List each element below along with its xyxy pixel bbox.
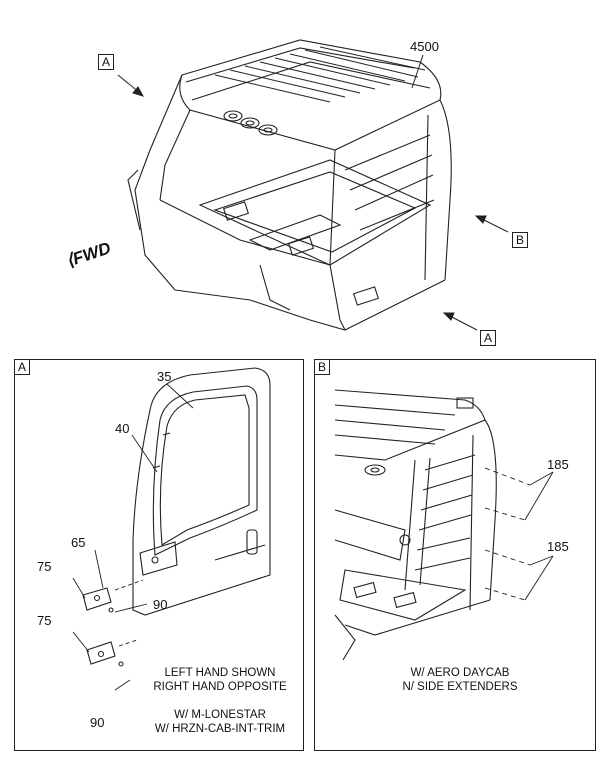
callout-185-lower: 185: [547, 539, 569, 554]
door-drawing: [72, 367, 271, 691]
view-marker-b: B: [512, 232, 528, 248]
main-cab-view: A B A 4500 ⟨FWD: [0, 0, 610, 350]
note-line-1: LEFT HAND SHOWN: [164, 667, 276, 679]
callout-40: 40: [115, 421, 130, 436]
part-callout-4500: 4500: [410, 39, 439, 54]
callout-75-upper: 75: [37, 559, 52, 574]
detail-b-tag: B: [314, 359, 330, 375]
detail-a-tag: A: [14, 359, 30, 375]
detail-b-note: W/ AERO DAYCAB N/ SIDE EXTENDERS: [385, 666, 535, 694]
note-line-2: RIGHT HAND OPPOSITE: [153, 681, 287, 693]
detail-a-note: LEFT HAND SHOWN RIGHT HAND OPPOSITE W/ M…: [145, 666, 295, 736]
cab-rear-drawing: [334, 389, 554, 661]
callout-185-upper: 185: [547, 457, 569, 472]
detail-a-panel: A 35 40 65 75 75 90: [14, 359, 304, 751]
callout-90-upper: 90: [153, 597, 168, 612]
note-line-4: W/ HRZN-CAB-INT-TRIM: [154, 723, 286, 735]
note-line-1: W/ AERO DAYCAB: [410, 667, 510, 679]
callout-35: 35: [157, 369, 172, 384]
callout-65: 65: [71, 535, 86, 550]
note-line-2: N/ SIDE EXTENDERS: [402, 681, 518, 693]
detail-b-panel: B: [314, 359, 596, 751]
cab-shell-drawing: [127, 39, 452, 331]
view-arrows: [117, 54, 509, 331]
view-marker-a-bottom: A: [480, 330, 496, 346]
callout-90-lower: 90: [90, 715, 105, 730]
note-line-3: W/ M-LONESTAR: [174, 709, 266, 721]
view-marker-a-top: A: [98, 54, 114, 70]
callout-75-lower: 75: [37, 613, 52, 628]
